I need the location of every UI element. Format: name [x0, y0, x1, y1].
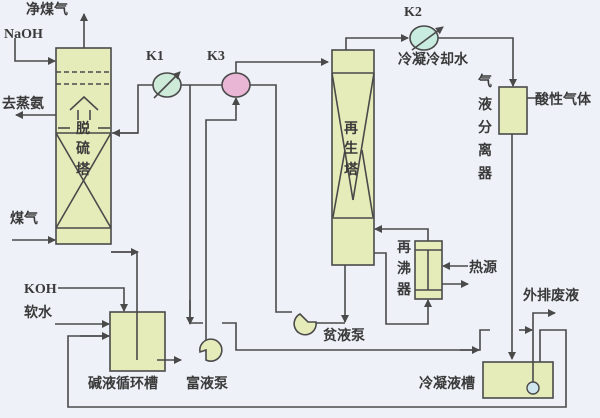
rich-pump[interactable] [199, 338, 223, 362]
k3-lean-line [250, 84, 292, 313]
waste-liquid-line [532, 309, 556, 382]
k1-label: K1 [146, 49, 164, 64]
separator-label-2: 液 [478, 96, 493, 113]
desulfurization-tower[interactable] [55, 47, 112, 245]
condensate-tank-label: 冷凝液槽 [419, 375, 475, 392]
regeneration-tower[interactable] [331, 49, 375, 266]
separator-label-5: 器 [477, 166, 493, 182]
reboiler[interactable] [414, 240, 443, 300]
condensate-return-line [67, 329, 567, 408]
reboiler-label-3: 器 [396, 282, 412, 298]
regeneration-tower-label-3: 塔 [344, 161, 359, 178]
k3-heat-exchanger[interactable] [221, 72, 251, 98]
koh-label: KOH [24, 282, 57, 297]
reboiler-label-1: 再 [397, 240, 411, 256]
separator-label-4: 离 [478, 142, 492, 159]
condensing-cooling-water-label: 冷凝冷却水 [398, 51, 469, 68]
soft-water-label: 软水 [24, 304, 53, 321]
alkali-tank-label: 碱液循环槽 [88, 375, 158, 392]
rich-to-k3-line [205, 97, 240, 352]
lean-pump-label: 贫液泵 [323, 327, 365, 344]
regen-to-reboiler-line [374, 252, 432, 325]
desulfurization-tower-label-2: 硫 [76, 140, 90, 157]
k2-to-separator-line [438, 37, 517, 87]
desulfurization-tower-label-1: 脱 [76, 120, 90, 137]
heat-source-label: 热源 [469, 259, 497, 276]
reboiler-to-regen-line [374, 225, 429, 241]
tank-to-condensate-line [222, 322, 490, 351]
k2-condenser[interactable] [409, 25, 444, 51]
k2-label: K2 [404, 5, 422, 20]
separator-label-1: 气 [477, 73, 492, 90]
regeneration-tower-label-2: 生 [344, 140, 358, 157]
reboiler-label-2: 沸 [397, 260, 411, 277]
rich-pump-label: 富液泵 [186, 375, 228, 392]
koh-line [58, 287, 128, 312]
k1-to-tower-line [112, 84, 153, 134]
acid-gas-label: 酸性气体 [535, 91, 592, 108]
k3-label: K3 [207, 49, 225, 64]
regeneration-tower-label-1: 再 [344, 121, 358, 137]
regen-to-k2-line [345, 34, 409, 50]
condensate-tank[interactable] [482, 361, 554, 399]
separator-label-3: 分 [478, 120, 492, 136]
to-ammonia-still-label: 去蒸氨 [2, 95, 44, 112]
clean-gas-label: 净煤气 [26, 1, 68, 18]
k3-to-regen-line [235, 58, 329, 73]
k1-heat-exchanger[interactable] [152, 71, 182, 99]
condensate-pump-icon [526, 381, 540, 395]
k1-down-line [189, 85, 203, 324]
waste-liquid-label: 外排废液 [523, 287, 580, 304]
lean-pump[interactable] [293, 313, 317, 336]
gas-liquid-separator[interactable] [498, 86, 528, 135]
coal-gas-label: 煤气 [10, 210, 38, 227]
naoh-line [14, 38, 56, 65]
naoh-label: NaOH [4, 27, 43, 42]
desulfurization-tower-label-3: 塔 [76, 161, 91, 178]
